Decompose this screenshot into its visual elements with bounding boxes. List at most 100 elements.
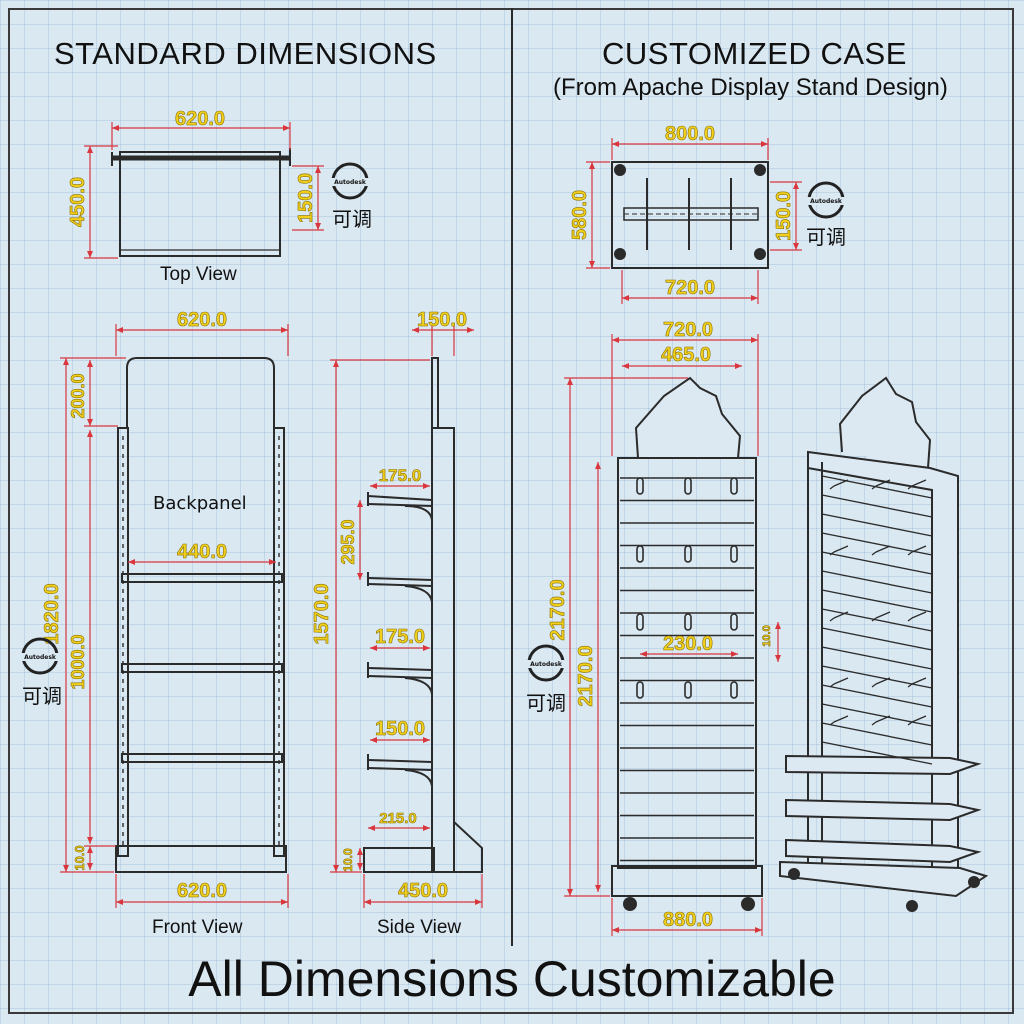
side-view-total-height-label: 1570.0 bbox=[311, 583, 333, 644]
perspective-slats bbox=[821, 475, 933, 765]
shelf bbox=[121, 663, 283, 673]
slatwall-hooks bbox=[636, 477, 738, 699]
adjustable-note: 可调 bbox=[22, 684, 62, 708]
front-view-width-top-label: 620.0 bbox=[177, 309, 227, 331]
seal-text: Autodesk bbox=[334, 179, 367, 186]
top-view-outline bbox=[119, 151, 281, 257]
side-shelf bbox=[367, 492, 433, 521]
hook bbox=[684, 681, 692, 699]
front-view-label: Front View bbox=[152, 917, 243, 938]
perspective-slat bbox=[821, 646, 933, 670]
seal-text: Autodesk bbox=[810, 198, 843, 205]
adjustable-note: 可调 bbox=[332, 207, 372, 231]
custom-hook-spacing-label: 230.0 bbox=[663, 633, 713, 655]
perspective-slat bbox=[821, 589, 933, 613]
hook bbox=[636, 681, 644, 699]
hook bbox=[636, 613, 644, 631]
perspective-slat bbox=[821, 665, 933, 689]
perspective-slat bbox=[821, 684, 933, 708]
side-view-label: Side View bbox=[377, 917, 462, 938]
perspective-hook bbox=[907, 611, 927, 622]
front-view-inner-height-label: 1000.0 bbox=[68, 634, 88, 689]
left-front-dims bbox=[60, 324, 289, 908]
right-top-dims bbox=[586, 138, 802, 304]
left-side-dims bbox=[330, 324, 483, 908]
hook bbox=[730, 477, 738, 495]
custom-top-inner-width-label: 720.0 bbox=[665, 277, 715, 299]
perspective-hook bbox=[907, 545, 927, 556]
adjustable-note: 可调 bbox=[806, 225, 846, 249]
perspective-slat bbox=[821, 741, 933, 765]
shelf bbox=[121, 753, 283, 763]
perspective-slat bbox=[821, 703, 933, 727]
side-view-shelf-spacing-label: 295.0 bbox=[338, 519, 358, 564]
perspective-hook bbox=[907, 715, 927, 726]
right-front-view bbox=[611, 376, 763, 911]
left-panel-title: STANDARD DIMENSIONS bbox=[54, 36, 437, 71]
autodesk-seal-logo: Autodesk bbox=[18, 637, 62, 675]
perspective-hook bbox=[871, 677, 891, 688]
side-view-shelf-4-label: 215.0 bbox=[379, 810, 417, 827]
left-side-view bbox=[363, 357, 483, 873]
side-shelf bbox=[367, 662, 433, 695]
top-view-width-label: 620.0 bbox=[175, 108, 225, 130]
slatwall-frame bbox=[617, 457, 757, 869]
top-view-adjust-label: 150.0 bbox=[295, 173, 317, 223]
front-view-total-height-label: 1820.0 bbox=[41, 583, 63, 644]
right-top-view bbox=[611, 161, 769, 269]
hook bbox=[636, 545, 644, 563]
custom-base-width-label: 880.0 bbox=[663, 909, 713, 931]
custom-header-width-label: 465.0 bbox=[661, 344, 711, 366]
front-view-header-height-label: 200.0 bbox=[68, 373, 88, 418]
perspective-slat bbox=[821, 475, 933, 499]
right-panel-title: CUSTOMIZED CASE bbox=[602, 36, 907, 71]
side-shelf bbox=[367, 572, 433, 603]
front-view-base-height-label: 10.0 bbox=[72, 845, 87, 870]
perspective-slat bbox=[821, 551, 933, 575]
custom-slot-height-label: 10.0 bbox=[761, 625, 773, 646]
right-front-dims bbox=[564, 334, 781, 936]
hook bbox=[730, 613, 738, 631]
side-view-base-depth-label: 450.0 bbox=[398, 880, 448, 902]
perspective-hook bbox=[829, 677, 849, 688]
side-view-base-height-label: 10.0 bbox=[341, 848, 355, 872]
autodesk-seal-logo: Autodesk bbox=[328, 162, 372, 200]
custom-total-height-label-2: 2170.0 bbox=[575, 645, 597, 706]
perspective-hook bbox=[871, 715, 891, 726]
perspective-hook bbox=[871, 545, 891, 556]
seal-text: Autodesk bbox=[24, 654, 57, 661]
custom-front-width-label: 720.0 bbox=[663, 319, 713, 341]
autodesk-seal-logo: Autodesk bbox=[804, 181, 848, 219]
perspective-slat bbox=[821, 513, 933, 537]
top-view-depth-label: 450.0 bbox=[67, 177, 89, 227]
perspective-slat bbox=[821, 627, 933, 651]
perspective-view bbox=[779, 376, 989, 912]
perspective-slat bbox=[821, 722, 933, 746]
custom-top-adjust-label: 150.0 bbox=[773, 191, 795, 241]
top-view-label: Top View bbox=[160, 264, 237, 285]
custom-header-crest bbox=[634, 376, 742, 459]
custom-top-width-label: 800.0 bbox=[665, 123, 715, 145]
side-view-shelf-3-label: 150.0 bbox=[375, 718, 425, 740]
perspective-crest bbox=[838, 376, 932, 469]
perspective-slat bbox=[821, 608, 933, 632]
custom-top-outline bbox=[611, 161, 769, 269]
right-panel-subtitle: (From Apache Display Stand Design) bbox=[553, 74, 948, 101]
backpanel-label: Backpanel bbox=[153, 493, 247, 514]
custom-top-depth-label: 580.0 bbox=[569, 190, 591, 240]
slatwall-slats bbox=[620, 477, 754, 862]
perspective-hook bbox=[829, 611, 849, 622]
base-plinth bbox=[115, 845, 287, 873]
left-top-dims bbox=[84, 122, 324, 259]
perspective-hook bbox=[829, 479, 849, 490]
side-view-shelf-1-label: 175.0 bbox=[379, 466, 422, 485]
hook bbox=[730, 545, 738, 563]
hook bbox=[684, 477, 692, 495]
perspective-hook bbox=[907, 677, 927, 688]
hook bbox=[636, 477, 644, 495]
autodesk-seal-logo: Autodesk bbox=[524, 644, 568, 682]
perspective-slat bbox=[821, 494, 933, 518]
side-shelf bbox=[367, 754, 433, 787]
panel-divider bbox=[511, 8, 513, 946]
